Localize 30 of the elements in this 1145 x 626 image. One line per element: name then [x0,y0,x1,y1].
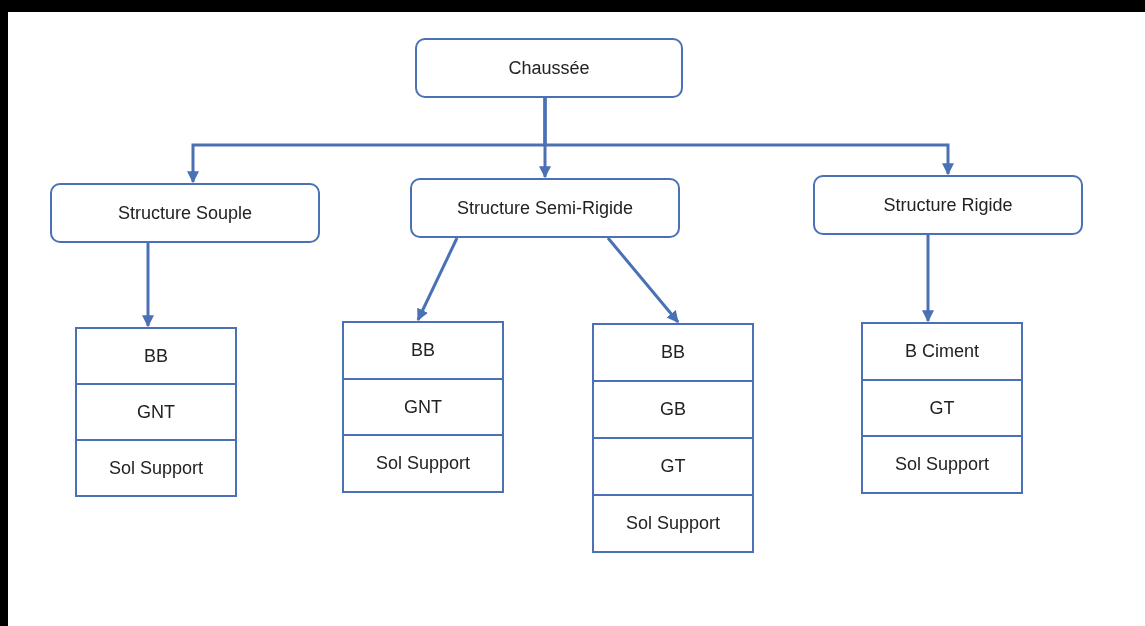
category-box [410,178,680,238]
category-box [50,183,320,243]
node-label: Structure Souple [117,202,253,224]
node-label: Sol Support [108,457,204,479]
node-label: Sol Support [375,453,471,475]
node-label: Sol Support [625,513,721,534]
node-label: GT [929,397,955,419]
layer-stack [592,323,754,553]
node-label: Sol Support [894,454,990,476]
node-label: GB [660,399,686,420]
category-box [813,175,1083,235]
arrow [142,243,154,328]
node-label: BB [661,342,685,363]
arrow [606,237,680,323]
arrow [543,98,954,176]
layer-stack [75,327,237,497]
arrow [922,235,934,323]
layer-stack [342,321,504,493]
layer-stack [861,322,1023,494]
node-label: GT [660,456,686,477]
node-label: Chaussée [508,57,590,79]
node-label: Structure Rigide [883,194,1013,216]
node-label: GNT [404,396,442,418]
node-label: Structure Semi-Rigide [456,197,634,219]
node-label: BB [144,345,168,367]
node-label: BB [411,339,435,361]
node-label: GNT [137,401,175,423]
arrow [416,237,459,322]
category-box [415,38,683,98]
node-label: B Ciment [905,340,979,362]
